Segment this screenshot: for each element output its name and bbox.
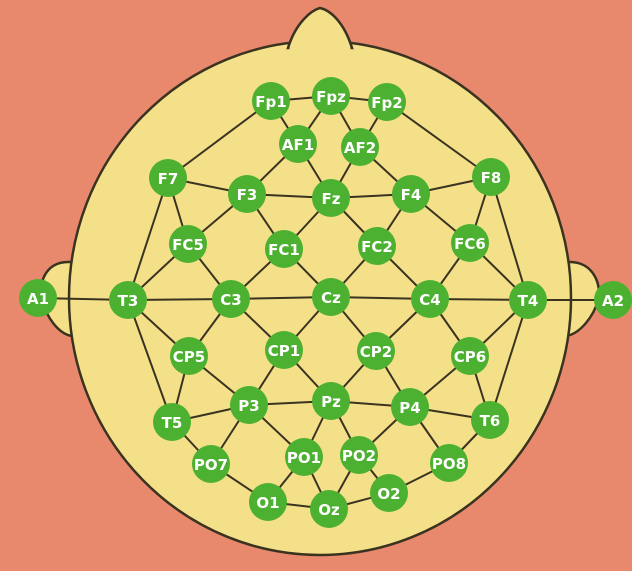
- electrode-label: PO8: [432, 455, 466, 473]
- electrode-label: Pz: [321, 393, 341, 411]
- electrode-label: F3: [237, 186, 258, 204]
- electrode-o1: O1: [249, 483, 287, 521]
- electrode-label: T5: [162, 414, 183, 432]
- electrode-label: Cz: [321, 289, 341, 307]
- electrode-label: FC1: [268, 241, 300, 259]
- electrode-label: F4: [401, 186, 422, 204]
- electrode-oz: Oz: [310, 490, 348, 528]
- electrode-t5: T5: [153, 403, 191, 441]
- nose-fill-cover: [288, 46, 352, 56]
- electrode-label: FC2: [361, 238, 393, 256]
- electrode-cp2: CP2: [357, 332, 395, 370]
- electrode-fpz: Fpz: [312, 77, 350, 115]
- electrode-t3: T3: [109, 281, 147, 319]
- electrode-label: Fpz: [316, 88, 346, 106]
- electrode-fc1: FC1: [265, 230, 303, 268]
- electrode-fc5: FC5: [169, 225, 207, 263]
- electrode-fc6: FC6: [451, 224, 489, 262]
- electrode-label: Oz: [318, 501, 340, 519]
- electrode-label: T3: [118, 292, 139, 310]
- electrode-label: O2: [377, 485, 400, 503]
- electrode-p3: P3: [230, 386, 268, 424]
- electrode-label: Fz: [322, 190, 341, 208]
- electrode-c3: C3: [212, 280, 250, 318]
- electrode-f4: F4: [392, 175, 430, 213]
- electrode-label: T6: [480, 412, 501, 430]
- electrode-o2: O2: [370, 474, 408, 512]
- electrode-label: FC5: [172, 236, 204, 254]
- electrode-f8: F8: [472, 158, 510, 196]
- electrode-po2: PO2: [340, 436, 378, 474]
- electrode-label: CP2: [360, 343, 392, 361]
- electrode-a2: A2: [594, 281, 632, 319]
- electrode-label: CP1: [268, 342, 300, 360]
- electrode-fc2: FC2: [358, 227, 396, 265]
- electrode-label: AF2: [344, 139, 376, 157]
- electrode-pz: Pz: [312, 382, 350, 420]
- electrode-label: CP6: [454, 348, 486, 366]
- electrode-label: C3: [220, 291, 241, 309]
- electrode-cp5: CP5: [170, 337, 208, 375]
- electrode-cz: Cz: [312, 278, 350, 316]
- electrode-t4: T4: [509, 281, 547, 319]
- electrode-label: CP5: [173, 348, 205, 366]
- electrode-fp1: Fp1: [252, 82, 290, 120]
- electrode-t6: T6: [471, 401, 509, 439]
- electrode-label: FC6: [454, 235, 486, 253]
- electrode-cp6: CP6: [451, 337, 489, 375]
- electrode-f3: F3: [228, 175, 266, 213]
- electrode-label: PO7: [194, 456, 228, 474]
- electrode-fz: Fz: [312, 179, 350, 217]
- electrode-po1: PO1: [285, 438, 323, 476]
- electrode-fp2: Fp2: [368, 83, 406, 121]
- electrode-label: T4: [518, 292, 539, 310]
- electrode-label: P4: [399, 399, 420, 417]
- electrode-label: A1: [27, 290, 49, 308]
- electrode-label: Fp2: [371, 94, 402, 112]
- electrode-f7: F7: [149, 159, 187, 197]
- electrode-po7: PO7: [192, 445, 230, 483]
- electrode-po8: PO8: [430, 444, 468, 482]
- electrode-label: F7: [158, 170, 179, 188]
- electrode-p4: P4: [391, 388, 429, 426]
- electrode-c4: C4: [411, 280, 449, 318]
- electrode-af1: AF1: [279, 125, 317, 163]
- electrode-label: PO1: [287, 449, 321, 467]
- electrode-label: C4: [419, 291, 440, 309]
- electrode-label: AF1: [282, 136, 314, 154]
- electrode-label: O1: [256, 494, 279, 512]
- electrode-label: F8: [481, 169, 502, 187]
- electrode-label: A2: [602, 292, 624, 310]
- electrode-label: Fp1: [255, 93, 286, 111]
- electrode-af2: AF2: [341, 128, 379, 166]
- electrode-cp1: CP1: [265, 331, 303, 369]
- electrode-a1: A1: [19, 279, 57, 317]
- electrode-label: P3: [238, 397, 259, 415]
- electrode-label: PO2: [342, 447, 376, 465]
